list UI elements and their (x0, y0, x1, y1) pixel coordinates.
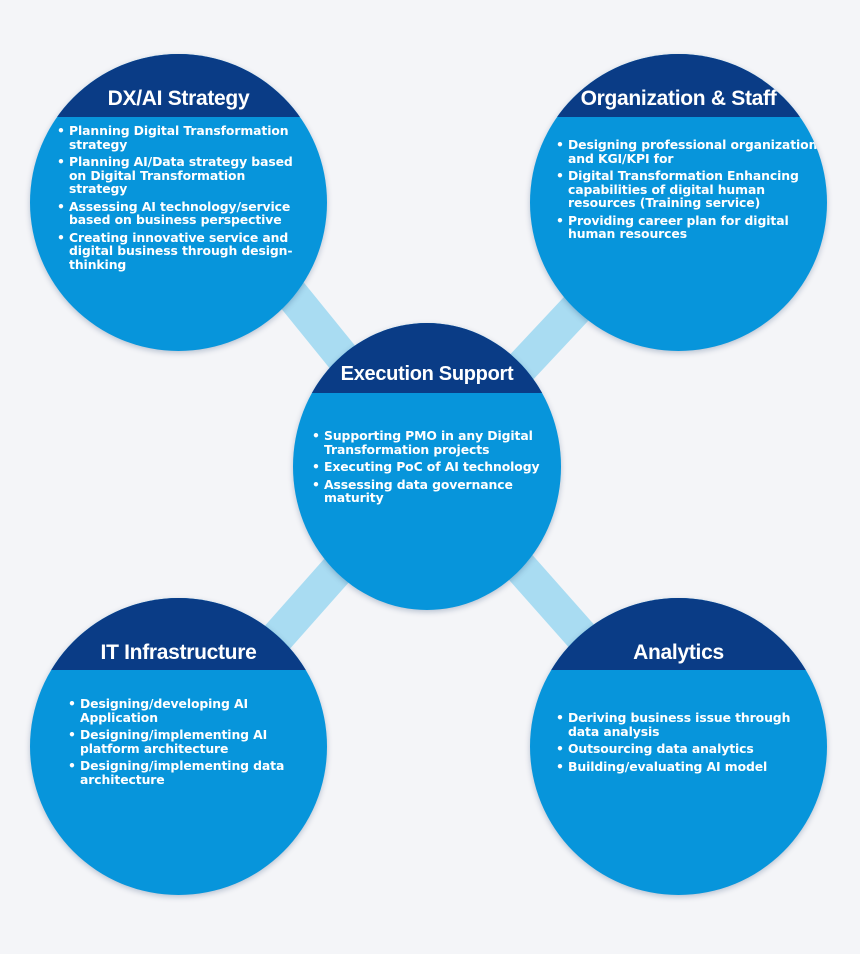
node-analytics-list: Deriving business issue through data ana… (556, 711, 814, 777)
list-item: Planning AI/Data strategy based on Digit… (57, 155, 307, 196)
node-dx-ai-strategy-header: DX/AI Strategy (30, 54, 327, 117)
list-item: Designing professional organization and … (556, 138, 818, 165)
list-item: Building/evaluating AI model (556, 759, 814, 774)
node-dx-ai-strategy-title: DX/AI Strategy (107, 87, 250, 110)
node-it-infrastructure-title: IT Infrastructure (100, 641, 257, 664)
node-it-infrastructure-list: Designing/developing AI Application Desi… (68, 697, 308, 790)
list-item: Designing/implementing data architecture (68, 759, 308, 786)
list-item: Outsourcing data analytics (556, 742, 814, 756)
node-analytics-title: Analytics (633, 641, 724, 664)
node-execution-support: Execution Support Supporting PMO in any … (293, 323, 561, 610)
node-organization-staff-header: Organization & Staff (530, 54, 827, 117)
list-item: Supporting PMO in any Digital Transforma… (312, 429, 550, 456)
node-organization-staff-list: Designing professional organization and … (556, 138, 818, 245)
list-item: Assessing AI technology/service based on… (57, 199, 307, 227)
list-item: Digital Transformation Enhancing capabil… (556, 169, 818, 210)
node-analytics-header: Analytics (530, 598, 827, 670)
node-execution-support-title: Execution Support (340, 363, 514, 385)
list-item: Designing/implementing AI platform archi… (68, 728, 308, 755)
node-organization-staff: Organization & Staff Designing professio… (530, 54, 827, 351)
list-item: Planning Digital Transformation strategy (57, 124, 307, 151)
node-dx-ai-strategy: DX/AI Strategy Planning Digital Transfor… (30, 54, 327, 351)
node-execution-support-header: Execution Support (293, 323, 561, 393)
node-organization-staff-title: Organization & Staff (580, 87, 777, 110)
list-item: Designing/developing AI Application (68, 697, 308, 724)
node-it-infrastructure-header: IT Infrastructure (30, 598, 327, 670)
node-execution-support-list: Supporting PMO in any Digital Transforma… (312, 429, 550, 509)
list-item: Assessing data governance maturity (312, 477, 550, 505)
node-analytics: Analytics Deriving business issue throug… (530, 598, 827, 895)
node-dx-ai-strategy-list: Planning Digital Transformation strategy… (57, 124, 307, 275)
list-item: Executing PoC of AI technology (312, 460, 550, 474)
list-item: Creating innovative service and digital … (57, 230, 307, 272)
node-it-infrastructure: IT Infrastructure Designing/developing A… (30, 598, 327, 895)
list-item: Deriving business issue through data ana… (556, 711, 814, 738)
list-item: Providing career plan for digital human … (556, 213, 818, 241)
